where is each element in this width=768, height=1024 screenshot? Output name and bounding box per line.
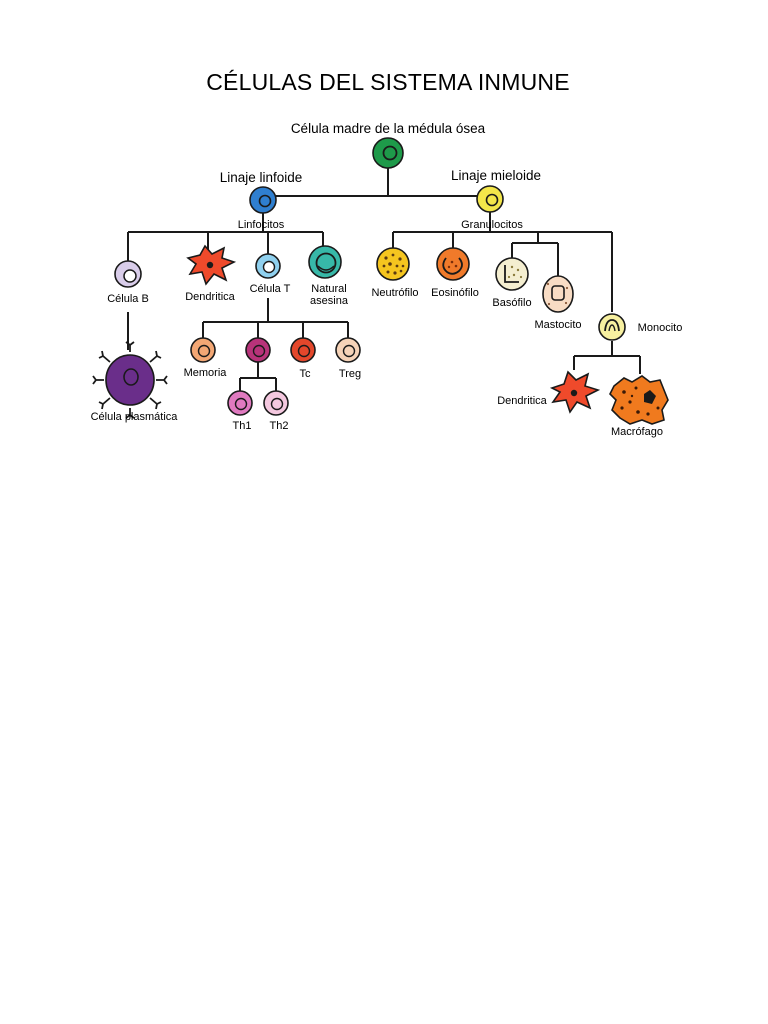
lymphoid-lineage-label: Linaje linfoide: [220, 170, 303, 185]
cytotoxic-t-cell-icon: [290, 337, 316, 363]
macrophage-icon: [609, 375, 669, 425]
eosinophil-label: Eosinófilo: [431, 287, 479, 299]
tc-label: Tc: [300, 368, 312, 380]
mast-cell-icon: [542, 275, 574, 313]
myeloid-dendritic-label: Dendritica: [497, 395, 547, 407]
nk-label-line1: Natural: [311, 283, 346, 295]
th2-cell-icon: [263, 390, 289, 416]
stem-cell-icon: [372, 137, 404, 169]
neutrophil-label: Neutrófilo: [371, 287, 418, 299]
root-label: Célula madre de la médula ósea: [291, 121, 486, 136]
lymphocytes-label: Linfocitos: [238, 219, 285, 231]
macrophage-label: Macrófago: [611, 426, 663, 438]
natural-killer-cell-icon: [308, 245, 342, 279]
helper-t-cell-icon: [245, 337, 271, 363]
basophil-icon: [495, 257, 529, 291]
th1-label: Th1: [233, 420, 252, 432]
monocyte-icon: [598, 313, 626, 341]
neutrophil-icon: [376, 247, 410, 281]
t-cell-icon: [255, 253, 281, 279]
lymphoid-progenitor-icon: [249, 186, 277, 214]
b-cell-label: Célula B: [107, 293, 149, 305]
th2-label: Th2: [270, 420, 289, 432]
memory-t-cell-icon: [190, 337, 216, 363]
plasma-cell-label: Célula plasmática: [91, 411, 179, 423]
mast-cell-label: Mastocito: [534, 319, 581, 331]
treg-label: Treg: [339, 368, 361, 380]
b-cell-icon: [114, 260, 142, 288]
diagram-title: CÉLULAS DEL SISTEMA INMUNE: [206, 69, 570, 95]
dendritic-cell-icon: [186, 244, 237, 286]
eosinophil-icon: [436, 247, 470, 281]
dendritic-cell-label: Dendritica: [185, 291, 235, 303]
myeloid-lineage-label: Linaje mieloide: [451, 168, 541, 183]
basophil-label: Basófilo: [492, 297, 531, 309]
myeloid-dendritic-cell-icon: [549, 370, 601, 414]
th1-cell-icon: [227, 390, 253, 416]
myeloid-progenitor-icon: [476, 185, 504, 213]
connector-lines: [127, 168, 641, 392]
monocyte-label: Monocito: [638, 322, 683, 334]
granulocytes-label: Granulocitos: [461, 219, 523, 231]
plasma-cell-icon: [92, 341, 168, 419]
nk-label-line2: asesina: [310, 295, 349, 307]
regulatory-t-cell-icon: [335, 337, 361, 363]
t-cell-label: Célula T: [250, 283, 291, 295]
memory-label: Memoria: [184, 367, 228, 379]
